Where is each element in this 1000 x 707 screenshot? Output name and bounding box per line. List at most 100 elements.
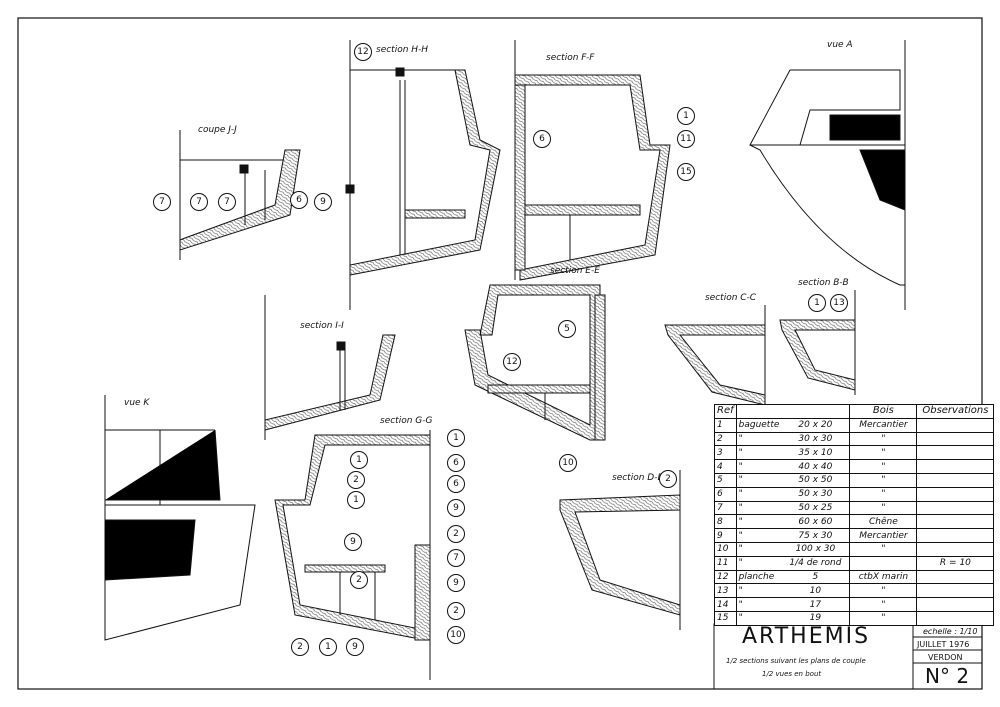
cell-ref: 13 [714,583,737,599]
cell-ref: 7 [714,500,737,516]
label-vue-k: vue K [124,398,150,408]
drawing-title: ARTHEMIS [742,624,871,649]
cell-type: " [735,583,782,599]
vue-k-drawing [104,395,256,641]
cell-observations [916,417,995,433]
subtitle-line-1: 1/2 sections suivant les plans de couple [726,657,866,665]
cell-observations [916,541,995,557]
cell-dim: 50 x 30 [781,486,851,502]
cell-dim: 10 [781,583,851,599]
callout-ee-3: 10 [559,454,577,472]
cell-bois: " [849,541,918,557]
cell-dim: 35 x 10 [781,445,851,461]
cell-dim: 50 x 25 [781,500,851,516]
parts-table-row: 10"100 x 30" [714,541,995,557]
cell-dim: 20 x 20 [781,417,851,433]
callout-gg-4: 2 [347,471,365,489]
section-gg-drawing [274,430,431,680]
cell-observations [916,597,995,612]
callout-gg-8: 9 [344,533,362,551]
cell-ref: 8 [714,514,737,530]
section-hh-drawing [345,40,501,310]
cell-bois: Mercantier [849,417,918,433]
cell-type: baguette [735,417,782,433]
author-label: VERDON [928,653,963,662]
cell-type: " [735,500,782,516]
cell-ref: 1 [714,417,737,433]
cell-type: " [735,486,782,502]
cell-ref: 4 [714,459,737,474]
header-dim [781,404,851,419]
callout-gg-14: 10 [447,626,465,644]
vue-a-drawing [749,40,906,310]
parts-table-row: 15"19" [714,610,995,626]
cell-dim: 50 x 50 [781,472,851,488]
header-ref: Ref [714,404,737,419]
callout-gg-12: 9 [447,574,465,592]
callout-ff-2: 1 [677,107,695,125]
cell-ref: 14 [714,597,737,612]
cell-observations [916,445,995,461]
label-section-ii: section I-I [300,321,344,331]
cell-dim: 40 x 40 [781,459,851,474]
coupe-jj-drawing [179,130,301,260]
cell-dim: 75 x 30 [781,528,851,543]
parts-table-row: 2"30 x 30" [714,431,995,447]
label-section-dd: section D-D [612,473,665,483]
cell-ref: 12 [714,569,737,585]
cell-dim: 1/4 de rond [781,555,851,571]
cell-bois: ctbX marin [849,569,918,585]
section-ff-drawing [514,40,671,281]
cell-bois: " [849,445,918,461]
section-bb-drawing [779,290,856,395]
cell-type: " [735,472,782,488]
cell-ref: 11 [714,555,737,571]
cell-observations [916,514,995,530]
cell-bois: Mercantier [849,528,918,543]
callout-gg-5: 6 [447,475,465,493]
callout-gg-15: 2 [291,638,309,656]
cell-type: planche [735,569,782,585]
sheet-border [17,17,983,690]
callout-jj-2: 7 [190,193,208,211]
cell-ref: 5 [714,472,737,488]
cell-type: " [735,597,782,612]
label-section-gg: section G-G [380,416,433,426]
cell-type: " [735,541,782,557]
cell-ref: 6 [714,486,737,502]
cell-dim: 30 x 30 [781,431,851,447]
cell-type: " [735,555,782,571]
section-ee-drawing [464,284,606,441]
scale-label: echelle : 1/10 [923,627,978,636]
cell-ref: 10 [714,541,737,557]
callout-jj-1: 7 [153,193,171,211]
cell-ref: 9 [714,528,737,543]
callout-bb-1: 1 [808,294,826,312]
section-dd-drawing [559,470,681,630]
callout-gg-17: 9 [346,638,364,656]
cell-observations [916,431,995,447]
callout-jj-3: 7 [218,193,236,211]
header-bois: Bois [849,404,918,419]
parts-table-row: 6"50 x 30" [714,486,995,502]
parts-table-row: 13"10" [714,583,995,599]
cell-observations [916,569,995,585]
callout-gg-11: 2 [350,571,368,589]
cell-observations [916,472,995,488]
callout-gg-16: 1 [319,638,337,656]
callout-ff-3: 11 [677,130,695,148]
header-observations: Observations [916,404,995,419]
callout-gg-9: 2 [447,525,465,543]
cell-observations [916,500,995,516]
parts-table-row: 3"35 x 10" [714,445,995,461]
cell-bois: Chêne [849,514,918,530]
callout-jj-4: 6 [290,191,308,209]
cell-ref: 2 [714,431,737,447]
parts-table-header: Ref Bois Observations [714,404,995,419]
